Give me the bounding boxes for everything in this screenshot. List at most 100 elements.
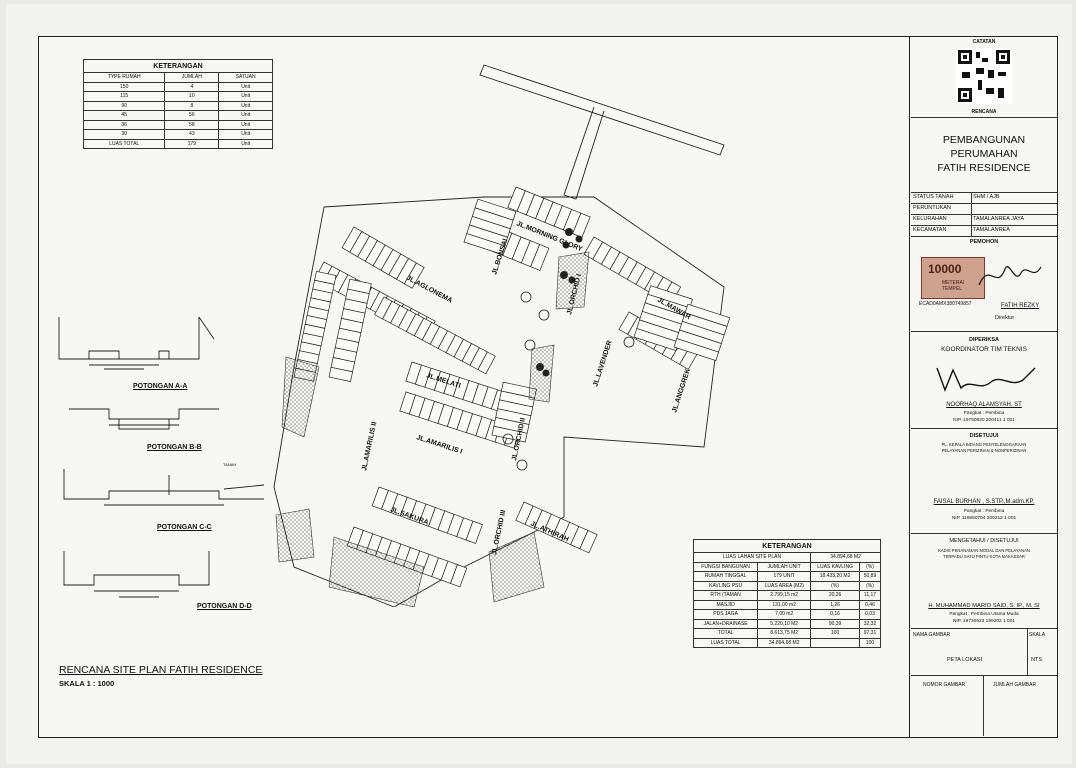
skala-value: NTS <box>1031 657 1042 663</box>
official-rank: Pangkat : Pembina <box>963 509 1005 514</box>
pemohon-name: FATIH REZKY <box>1001 303 1040 309</box>
diperiksa-box: DIPERIKSA KOORDINATOR TIM TEKNIS NOORHAQ… <box>911 332 1057 429</box>
legend-header: TYPE RUMAH <box>82 72 166 83</box>
lot-row <box>341 226 425 289</box>
lot-row <box>507 186 591 238</box>
mengetahui-box: MENGETAHUI / DISETUJUI KADIS PENANAMAN M… <box>911 534 1057 629</box>
cell: 11,17 <box>858 590 882 601</box>
street-label: JL.ANGGREK <box>671 368 692 414</box>
cell: 100 <box>858 637 882 648</box>
mengetahui-label: MENGETAHUI / DISETUJUI <box>949 538 1019 544</box>
legend-header: (%) <box>810 580 860 591</box>
count-cell: 43 <box>164 129 220 140</box>
count-cell: 8 <box>164 100 220 111</box>
cell: 100 <box>810 628 860 639</box>
total-label: LUAS TOTAL <box>82 138 166 149</box>
lot-row <box>491 381 537 443</box>
cell: 8.613,75 M2 <box>757 628 812 639</box>
project-title-line: PEMBANGUNAN <box>942 134 1026 146</box>
catatan-box: CATATAN RENCANA <box>911 37 1057 118</box>
diperiksa-label: DIPERIKSA <box>969 337 999 343</box>
legend-header: (%) <box>858 580 882 591</box>
legend-header: LUAS AREA (M2) <box>757 580 812 591</box>
kepala-bidang-line: PL. KEPALA BIDANG PENYELENGGARAAN <box>941 442 1027 447</box>
section-label-b: POTONGAN B-B <box>147 444 202 451</box>
info-row: PERUNTUKAN <box>911 204 1057 215</box>
cell: JALAN+DRAINASE <box>692 618 759 629</box>
count-cell: 4 <box>164 81 220 92</box>
house-lot <box>465 520 483 544</box>
total-count: 179 <box>164 138 220 149</box>
type-cell: 90 <box>82 100 166 111</box>
info-label: KELURAHAN <box>913 216 947 222</box>
project-title-line: PERUMAHAN <box>950 148 1018 160</box>
lot-row <box>328 278 372 382</box>
lot-row <box>633 285 693 352</box>
cell: 20,26 <box>810 590 860 601</box>
house-lot <box>314 270 337 285</box>
kadis-line: TERPADU SATU PINTU KOTA MAKASSAR <box>943 554 1025 559</box>
cell: 131,00 m2 <box>757 599 812 610</box>
jumlah-gambar-label: JUMLAH GAMBAR <box>993 682 1037 688</box>
count-cell: 58 <box>164 119 220 130</box>
official-nip: NIP. 116650704 200212 1 001 <box>951 516 1017 521</box>
house-lot <box>477 351 496 375</box>
house-lot <box>347 278 372 294</box>
house-lot <box>474 198 517 221</box>
house-lot <box>647 285 693 309</box>
street-label: JL.AMARILIS I <box>415 434 463 455</box>
house-lot <box>403 262 425 289</box>
house-lot <box>579 530 598 554</box>
count-cell: 10 <box>164 91 220 102</box>
meterai-value: 10000 <box>928 262 962 276</box>
official-name: NOORHAQ ALAMSYAH, ST <box>946 402 1022 408</box>
info-value: SHM / AJB <box>973 194 1000 200</box>
scale-text: SKALA 1 : 1000 <box>59 679 115 688</box>
nama-gambar-value: PETA LOKASI <box>947 657 983 663</box>
meterai-code: ECAD0AMX380749857 <box>919 301 972 307</box>
section-note: TANAH <box>223 462 237 467</box>
lot-row <box>371 486 483 544</box>
cross-section-drawings <box>58 316 265 598</box>
site-plan-map: JL.MORNING GLORY JL.AGLONEMA JL.BONSAI J… <box>273 64 731 607</box>
cell: 90,39 <box>810 618 860 629</box>
signature-pemohon <box>978 266 1042 286</box>
section-label-c: POTONGAN C-C <box>157 524 212 531</box>
cell: 18.433,20 M2 <box>810 571 860 582</box>
type-cell: 45 <box>82 110 166 121</box>
project-title-box: PEMBANGUNAN PERUMAHAN FATIH RESIDENCE <box>911 118 1057 193</box>
type-cell: 30 <box>82 129 166 140</box>
house-lot <box>530 244 550 271</box>
street-label: JL.AGLONEMA <box>405 275 453 305</box>
lot-row <box>673 303 731 362</box>
type-cell: 115 <box>82 91 166 102</box>
count-cell: 56 <box>164 110 220 121</box>
info-value: TAMALANREA JAYA <box>973 216 1025 222</box>
info-label: STATUS TANAH <box>913 194 954 200</box>
cell: MASJID <box>692 599 759 610</box>
total-unit: Unit <box>218 138 273 149</box>
cell: 0,46 <box>858 599 882 610</box>
disetujui-label: DISETUJUI <box>969 433 999 439</box>
koordinator-label: KOORDINATOR TIM TEKNIS <box>941 346 1027 353</box>
cell: 179 UNIT <box>757 571 812 582</box>
official-name: H. MUHAMMAD MARIO SAID, S. IP., M. SI <box>928 603 1040 609</box>
lot-row <box>515 501 598 554</box>
project-title-line: FATIH RESIDENCE <box>937 162 1031 174</box>
official-rank: Pangkat : Pembina <box>963 411 1005 416</box>
cell: TOTAL <box>692 628 759 639</box>
legend-title: KETERANGAN <box>83 59 273 73</box>
cell: LUAS TOTAL <box>692 637 759 648</box>
street-label: JL.AMARILIS II <box>361 421 378 471</box>
cell: 1,26 <box>810 599 860 610</box>
legend-title: KETERANGAN <box>693 539 881 553</box>
nama-gambar-label: NAMA GAMBAR <box>913 632 951 638</box>
